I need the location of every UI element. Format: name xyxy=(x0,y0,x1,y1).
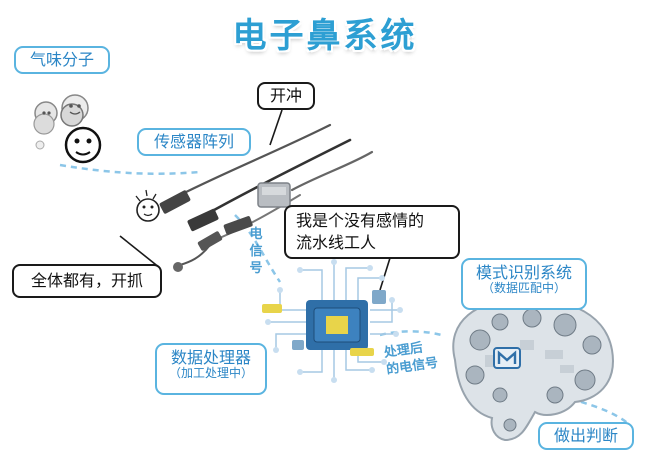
molecule-face-icon xyxy=(64,126,102,164)
judgement-tag: 做出判断 xyxy=(538,422,634,450)
molecules-tag: 气味分子 xyxy=(14,46,110,74)
sensor-array-tag: 传感器阵列 xyxy=(137,128,251,156)
power-on-bubble: 开冲 xyxy=(257,82,315,110)
all-grab-text: 全体都有，开抓 xyxy=(30,271,143,290)
leader-lines xyxy=(119,109,391,291)
molecules-label: 气味分子 xyxy=(29,50,94,69)
sensor-cables xyxy=(178,123,374,266)
sensor-probe-icon xyxy=(159,182,291,272)
pattern-recognition-label: 模式识别系统 xyxy=(475,263,572,282)
data-processor-label: 数据处理器 xyxy=(170,348,251,367)
judgement-label: 做出判断 xyxy=(553,426,618,445)
mechanical-brain-icon xyxy=(452,298,614,442)
all-grab-bubble: 全体都有，开抓 xyxy=(12,264,162,298)
worker-text-line1: 我是个没有感情的 xyxy=(296,211,425,230)
power-on-text: 开冲 xyxy=(269,86,302,105)
diagram-title: 电子鼻系统 xyxy=(232,16,418,56)
data-processor-sublabel: （加工处理中） xyxy=(168,366,253,381)
molecule-group xyxy=(33,94,102,164)
molecule-dot-icon xyxy=(35,140,45,150)
grabber-face-icon xyxy=(135,189,160,222)
circuit-chip-icon xyxy=(262,259,403,383)
sensor-array-label: 传感器阵列 xyxy=(153,132,234,151)
worker-bubble: 我是个没有感情的 流水线工人 xyxy=(284,205,460,259)
molecule-face-icon xyxy=(33,113,55,135)
pattern-recognition-sublabel: （数据匹配中） xyxy=(481,281,566,296)
data-processor-tag: 数据处理器 （加工处理中） xyxy=(155,343,267,395)
pattern-recognition-tag: 模式识别系统 （数据匹配中） xyxy=(461,258,587,310)
electric-signal-label: 电信号 xyxy=(249,227,263,276)
molecule-face-icon xyxy=(60,103,84,127)
worker-text-line2: 流水线工人 xyxy=(296,232,377,252)
